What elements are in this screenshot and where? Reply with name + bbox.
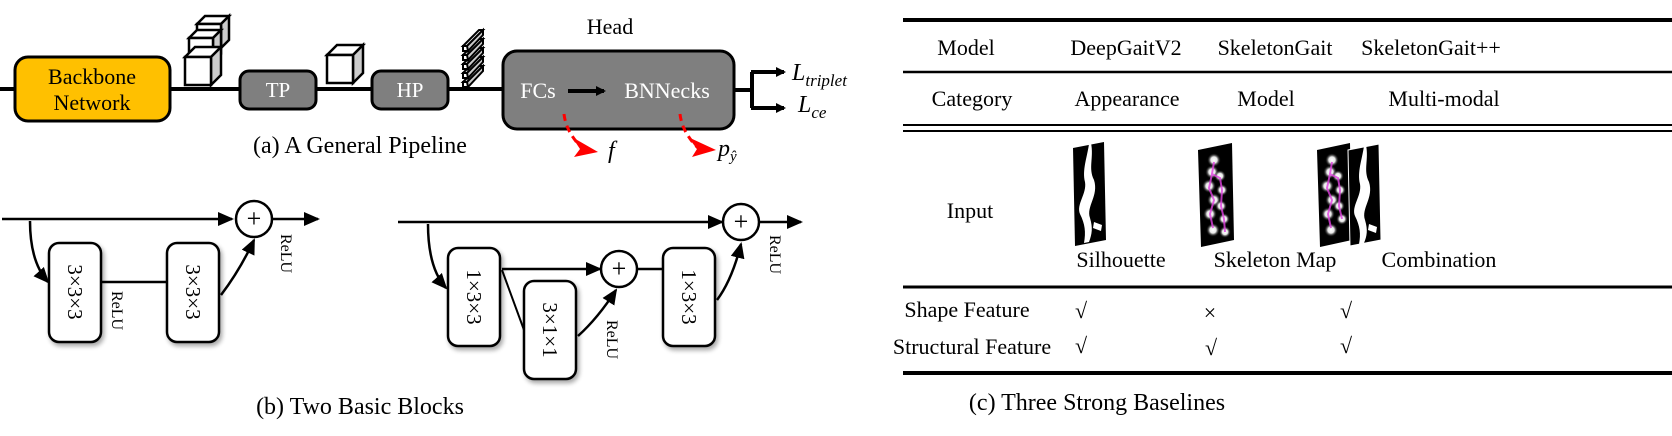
silhouette-image [1073,142,1106,246]
input-caption: Combination [1382,247,1497,272]
block2-conv2-label: 3×1×1 [538,302,562,357]
hp-label: HP [397,78,424,102]
conv-1x3x3-box-2 [661,246,717,348]
bnnecks-label: BNNecks [624,78,710,103]
feature-output-label: f [608,138,618,164]
table-row-category: Category Appearance Model Multi-modal [932,86,1500,111]
conv-3x1x1-box [522,279,578,381]
check-cell: √ [1075,298,1088,323]
panel-c-table: Model DeepGaitV2 SkeletonGait SkeletonGa… [893,18,1672,416]
feature-output-arrow [562,113,598,157]
block1-conv2-label: 3×3×3 [181,264,205,319]
add-node-symbol-2: + [734,207,749,236]
tp-label: TP [266,78,291,102]
head-block: FCs BNNecks [501,49,736,131]
row-label: Input [947,198,993,223]
check-cell: √ [1205,335,1218,360]
head-title: Head [587,14,633,39]
skeleton-map-image [1198,143,1234,247]
basic-block-2: + 1×3×3 3×1×1 + ReLU 1×3×3 ReLU [398,202,803,381]
loss-branch-arrows [734,67,786,113]
row-label: Structural Feature [893,334,1051,359]
row-label: Shape Feature [904,297,1029,322]
header-cell: DeepGaitV2 [1070,35,1181,60]
header-cell: SkeletonGait [1218,35,1333,60]
block2-relu-out: ReLU [766,235,783,275]
probability-output-label: pŷ [716,136,737,165]
backbone-label-line2: Network [54,90,131,115]
panel-b-blocks: + 3×3×3 ReLU 3×3×3 ReLU + 1×3×3 3×1×1 [2,199,803,420]
conv-3x3x3-box [47,241,103,344]
block2-relu-mid: ReLU [603,320,620,360]
block2-conv3-label: 1×3×3 [677,269,701,324]
panel-a-pipeline: Backbone Network TP HP [0,12,848,165]
add-node-symbol-3: + [612,254,627,283]
hp-block: HP [370,69,450,111]
part-strips-icon [460,27,486,90]
add-node-symbol: + [247,204,262,233]
table-cell: Model [1237,86,1294,111]
ce-loss-label: Lce [797,92,827,122]
check-cell: √ [1340,298,1353,323]
input-caption: Skeleton Map [1214,247,1337,272]
basic-block-1: + 3×3×3 ReLU 3×3×3 ReLU [2,199,320,344]
triplet-loss-label: Ltriplet [791,60,848,90]
table-header-row: Model DeepGaitV2 SkeletonGait SkeletonGa… [937,35,1501,60]
conv-1x3x3-box [446,246,502,348]
probability-output-arrow [678,113,716,157]
check-cell: √ [1075,333,1088,358]
cross-cell: × [1204,300,1216,325]
fcs-label: FCs [520,78,555,103]
table-row-structural-feature: Structural Feature √ √ √ [893,333,1353,360]
tp-block: TP [238,69,318,111]
combination-image [1317,143,1382,247]
row-label: Category [932,86,1013,111]
table-cell: Multi-modal [1388,86,1499,111]
backbone-label-line1: Backbone [48,64,136,89]
block1-relu-mid: ReLU [108,291,125,331]
check-cell: √ [1340,333,1353,358]
table-row-shape-feature: Shape Feature √ × √ [904,297,1353,325]
panel-a-caption: (a) A General Pipeline [253,133,467,159]
panel-b-caption: (b) Two Basic Blocks [256,394,464,420]
backbone-network-block: Backbone Network [13,55,172,123]
feature-map-cubes-icon [181,12,233,89]
input-caption: Silhouette [1076,247,1165,272]
panel-c-caption: (c) Three Strong Baselines [969,390,1225,416]
block2-conv1-label: 1×3×3 [462,269,486,324]
conv-3x3x3-box-2 [165,241,221,344]
table-cell: Appearance [1074,86,1179,111]
pooled-feature-cube-icon [323,41,367,87]
header-cell: SkeletonGait++ [1361,35,1501,60]
block1-conv1-label: 3×3×3 [63,264,87,319]
header-cell: Model [937,35,994,60]
table-row-input: Input Silhouette [947,142,1497,272]
block1-relu-out: ReLU [277,234,294,274]
